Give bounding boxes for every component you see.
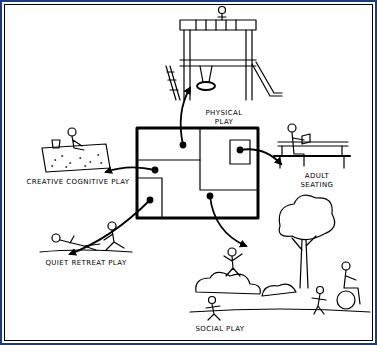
sandbox (42, 128, 110, 172)
bushes (196, 272, 261, 294)
wheelchair-wheel (337, 291, 355, 309)
book (302, 134, 310, 144)
quiet-children (40, 222, 132, 252)
child-head (317, 287, 324, 294)
child-head (108, 222, 116, 230)
posts (184, 30, 252, 100)
ground-line (40, 250, 132, 252)
zone-label: PHYSICAL PLAY (200, 109, 248, 127)
slide (252, 62, 282, 96)
play-structure (166, 7, 282, 101)
child-head (209, 297, 216, 304)
plan-division (200, 128, 258, 190)
zone-label: ADULT SEATING (293, 172, 341, 190)
child-head (228, 248, 236, 256)
zone-arrow (181, 88, 190, 145)
child-body (312, 294, 326, 314)
bench-legs (280, 146, 344, 168)
bench-back (278, 142, 348, 146)
site-plan (137, 128, 258, 218)
zone-label: QUIET RETREAT PLAY (30, 259, 142, 268)
railing (196, 20, 236, 30)
wheelchair-child (344, 270, 360, 304)
plan-area (230, 140, 250, 164)
zone-label: SOCIAL PLAY (180, 325, 260, 334)
adult-head (288, 124, 296, 132)
roof (180, 20, 256, 30)
bushes (262, 284, 296, 296)
zone-arrow (106, 167, 155, 172)
child-head (219, 7, 226, 14)
tree-trunk (292, 236, 316, 288)
child-body (218, 14, 226, 20)
bucket (52, 140, 60, 148)
plan-division (137, 178, 162, 218)
bench-seat (274, 155, 350, 157)
jumping-child (224, 254, 242, 276)
child-body (104, 230, 124, 250)
plan-outline (137, 128, 258, 218)
tire-swing (197, 82, 215, 90)
social-scene (190, 195, 370, 320)
child-body (72, 136, 84, 150)
plan-division (137, 159, 200, 160)
child-body (60, 236, 100, 250)
tree-canopy (279, 195, 334, 239)
deck (180, 60, 256, 66)
child-head (342, 262, 350, 270)
swing-chains (200, 66, 212, 82)
arrows (70, 88, 281, 254)
child-body (206, 304, 220, 320)
zone-arrow (210, 196, 246, 246)
zone-label: CREATIVE COGNITIVE PLAY (12, 178, 144, 187)
sand-stipple (52, 155, 102, 167)
child-head (68, 128, 76, 136)
ground-line (190, 309, 370, 312)
ladder (166, 66, 180, 100)
child-head (52, 234, 60, 242)
bench (274, 124, 350, 168)
